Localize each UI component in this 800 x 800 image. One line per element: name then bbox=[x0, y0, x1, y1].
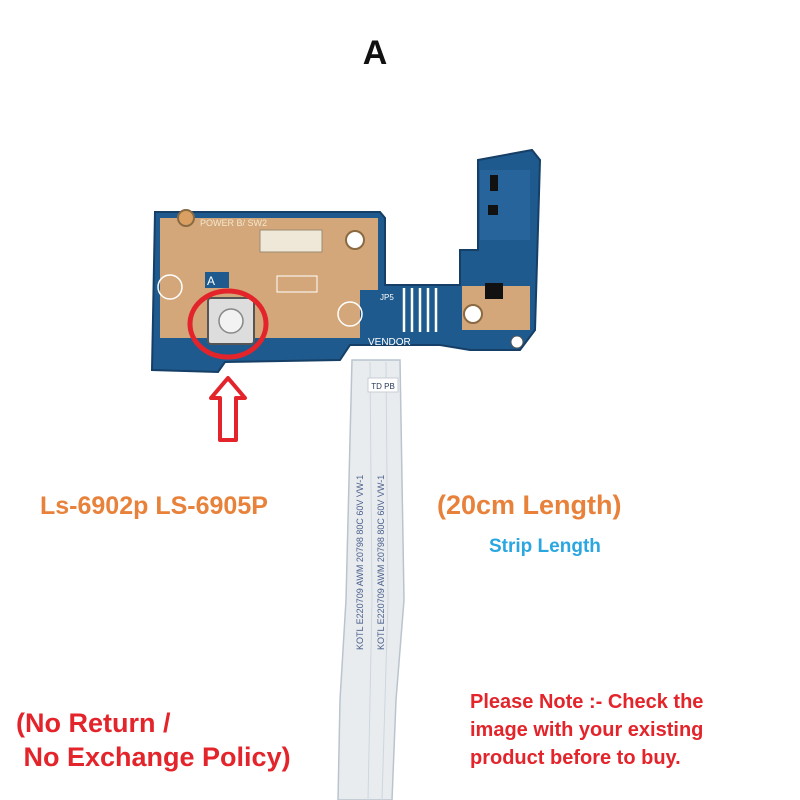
note-line-3: product before to buy. bbox=[470, 747, 681, 769]
return-policy-notice: (No Return / No Exchange Policy) bbox=[16, 706, 291, 774]
pcb-top-text: POWER B/ SW2 bbox=[200, 218, 267, 228]
cable-print-1: KOTL E220709 AWM 20798 80C 60V VW-1 bbox=[355, 475, 365, 650]
strip-length-caption: Strip Length bbox=[489, 536, 601, 557]
cable-print-2: KOTL E220709 AWM 20798 80C 60V VW-1 bbox=[376, 475, 386, 650]
note-line-1: Please Note :- Check the bbox=[470, 691, 704, 713]
ribbon-cable: TD PB KOTL E220709 AWM 20798 80C 60V VW-… bbox=[337, 359, 405, 800]
model-number-label: Ls-6902p LS-6905P bbox=[40, 492, 268, 520]
power-board-pcb: POWER B/ SW2 A JP5 VENDOR bbox=[150, 148, 542, 374]
cable-length-label: (20cm Length) bbox=[437, 490, 622, 520]
highlight-circle bbox=[187, 288, 269, 360]
pcb-label-a: A bbox=[207, 274, 215, 288]
pcb-label-vendor: VENDOR bbox=[368, 337, 411, 348]
up-arrow-icon bbox=[209, 376, 247, 442]
policy-line-1: (No Return / bbox=[16, 708, 171, 738]
connector-pins bbox=[402, 288, 438, 332]
pcb-label-jp5: JP5 bbox=[380, 293, 394, 302]
cable-tag: TD PB bbox=[371, 382, 395, 391]
please-note-notice: Please Note :- Check the image with your… bbox=[470, 688, 703, 772]
note-line-2: image with your existing bbox=[470, 719, 704, 741]
policy-line-2: No Exchange Policy) bbox=[16, 742, 291, 772]
variant-letter: A bbox=[362, 34, 388, 72]
